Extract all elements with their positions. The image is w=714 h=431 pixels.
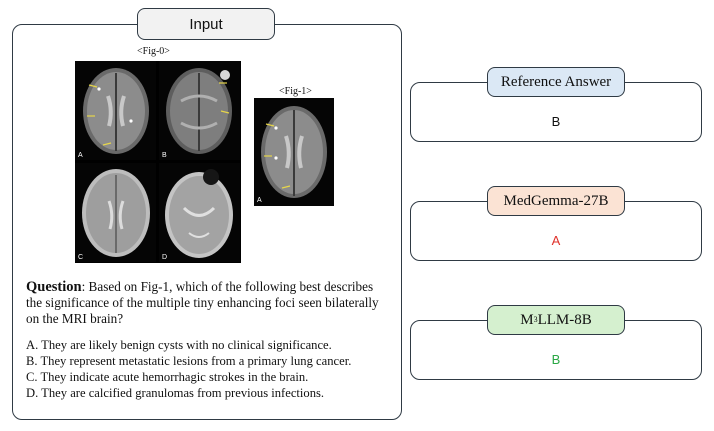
- reference-tag: Reference Answer: [487, 67, 625, 97]
- fig0-letter-b: B: [162, 152, 167, 159]
- fig0-caption: <Fig-0>: [137, 46, 170, 57]
- option-d: D. They are calcified granulomas from pr…: [26, 386, 325, 400]
- m3llm-answer: B: [551, 352, 561, 367]
- fig0-image: A B C: [75, 61, 241, 263]
- fig0-panel-d: D: [159, 163, 240, 262]
- m3llm-label-suffix: LLM-8B: [537, 311, 592, 328]
- fig1-image: A: [254, 98, 334, 206]
- option-c: C. They indicate acute hemorrhagic strok…: [26, 370, 309, 384]
- fig1-caption: <Fig-1>: [279, 86, 312, 97]
- question-body: : Based on Fig-1, which of the following…: [26, 279, 379, 326]
- options-list: A. They are likely benign cysts with no …: [26, 337, 396, 401]
- option-b: B. They represent metastatic lesions fro…: [26, 354, 352, 368]
- question-label: Question: [26, 279, 82, 295]
- medgemma-answer: A: [551, 233, 561, 248]
- fig0-letter-d: D: [162, 254, 167, 261]
- fig1-letter: A: [257, 197, 262, 204]
- m3llm-label-prefix: M: [520, 311, 534, 328]
- fig0-panel-b: B: [159, 61, 240, 160]
- input-tag: Input: [137, 8, 275, 40]
- question-text: Question: Based on Fig-1, which of the f…: [26, 279, 391, 327]
- fig0-letter-c: C: [78, 254, 83, 261]
- reference-answer: B: [551, 114, 561, 129]
- fig0-panel-c: C: [75, 163, 156, 262]
- fig0-panel-a: A: [75, 61, 156, 160]
- option-a: A. They are likely benign cysts with no …: [26, 338, 332, 352]
- fig0-letter-a: A: [78, 152, 83, 159]
- medgemma-tag: MedGemma-27B: [487, 186, 625, 216]
